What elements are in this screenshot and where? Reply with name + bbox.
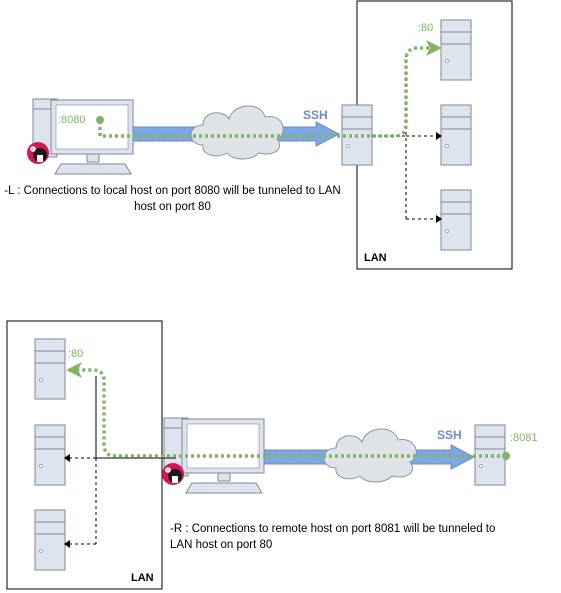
ssh-label-top: SSH <box>303 108 328 122</box>
lan-forward-lines <box>70 457 97 545</box>
local-port-label: :8080 <box>58 114 86 126</box>
target-port-label-bottom: :80 <box>68 348 84 360</box>
lan-forward-lines <box>372 54 436 220</box>
traffic-arrowhead-bottom <box>66 362 82 378</box>
lan-server-icon <box>440 189 472 251</box>
ssh-label-bottom: SSH <box>437 428 462 442</box>
traffic-arrowhead-top <box>426 40 442 56</box>
lan-label-bottom: LAN <box>131 572 154 584</box>
traffic-origin-top <box>96 116 104 124</box>
traffic-origin-bottom <box>502 452 510 460</box>
lan-server-icon <box>34 424 66 486</box>
tunnel-badge-icon <box>162 463 184 485</box>
tunnel-description-top: -L : Connections to local host on port 8… <box>4 185 341 213</box>
traffic-path-top <box>98 46 430 138</box>
lan-server-icon <box>440 104 472 166</box>
cloud-icon <box>190 105 284 160</box>
lan-server-icon <box>34 338 66 400</box>
traffic-path-bottom <box>78 368 506 458</box>
lan-server-icon <box>440 19 472 81</box>
lan-server-icon <box>34 509 66 571</box>
remote-port-label: :8081 <box>510 432 538 444</box>
tunnel-description-bottom: -R : Connections to remote host on port … <box>170 523 496 551</box>
target-port-label-top: :80 <box>418 22 434 34</box>
lan-label-top: LAN <box>364 252 387 264</box>
tunnel-badge-icon <box>27 142 49 164</box>
